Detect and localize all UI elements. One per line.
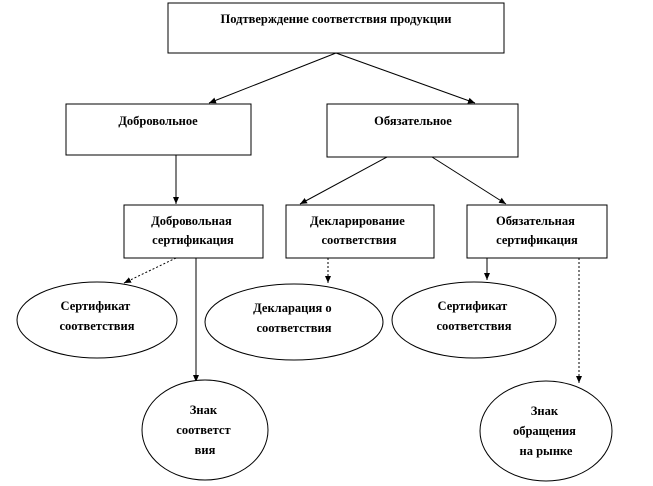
node-root: Подтверждение соответствия продукции	[167, 2, 505, 54]
node-declaration-box	[285, 204, 435, 259]
edges	[123, 52, 582, 383]
edge-mandatory-to-mandatory-certification	[431, 156, 507, 205]
node-mandatory-certification: Обязательная сертификация	[466, 204, 608, 259]
node-market-circulation-mark-line-2: обращения	[513, 424, 576, 438]
node-root-box	[167, 2, 505, 54]
node-certificate-voluntary-label: Сертификат соответствия	[59, 299, 134, 333]
node-mandatory-certification-line-2: сертификация	[496, 233, 578, 247]
node-market-circulation-mark-line-3: на рынке	[520, 444, 573, 458]
node-conformity-mark-line-1: Знак	[190, 403, 218, 417]
node-conformity-mark-circle	[141, 379, 269, 481]
node-declaration: Декларирование соответствия	[285, 204, 435, 259]
node-conformity-mark-line-2: соответст	[176, 423, 230, 437]
edge-root-to-voluntary	[208, 52, 337, 104]
node-conformity-mark-line-3: вия	[195, 443, 216, 457]
node-root-line: Подтверждение соответствия продукции	[221, 12, 452, 26]
node-declaration-document-label: Декларация о соответствия	[253, 301, 335, 335]
node-certificate-mandatory: Сертификат соответствия	[391, 281, 557, 359]
node-root-label: Подтверждение соответствия продукции	[221, 12, 452, 26]
node-declaration-document-line-2: соответствия	[256, 321, 331, 335]
node-voluntary-certification-line-1: Добровольная	[151, 214, 232, 228]
node-declaration-label: Декларирование соответствия	[310, 214, 408, 247]
node-mandatory-certification-box	[466, 204, 608, 259]
node-voluntary-box	[65, 103, 252, 156]
node-market-circulation-mark-line-1: Знак	[531, 404, 559, 418]
node-voluntary-certification-box	[123, 204, 264, 259]
node-certificate-voluntary-ellipse	[16, 281, 178, 359]
node-certificate-voluntary: Сертификат соответствия	[16, 281, 178, 359]
node-voluntary-label: Добровольное	[118, 114, 198, 128]
node-mandatory-certification-line-1: Обязательная	[496, 214, 575, 228]
node-mandatory-line: Обязательное	[374, 114, 452, 128]
node-voluntary-certification-label: Добровольная сертификация	[151, 214, 235, 247]
node-voluntary-certification: Добровольная сертификация	[123, 204, 264, 259]
node-declaration-document: Декларация о соответствия	[204, 283, 384, 361]
edge-voluntary-certification-to-certificate	[123, 257, 177, 284]
node-declaration-line-2: соответствия	[321, 233, 396, 247]
node-mandatory-certification-label: Обязательная сертификация	[496, 214, 578, 247]
node-certificate-mandatory-line-1: Сертификат	[438, 299, 508, 313]
node-conformity-mark: Знак соответст вия	[141, 379, 269, 481]
node-conformity-mark-label: Знак соответст вия	[176, 403, 233, 457]
node-certificate-voluntary-line-2: соответствия	[59, 319, 134, 333]
node-certificate-mandatory-ellipse	[391, 281, 557, 359]
node-certificate-mandatory-line-2: соответствия	[436, 319, 511, 333]
node-market-circulation-mark-label: Знак обращения на рынке	[513, 404, 579, 458]
node-mandatory: Обязательное	[326, 103, 519, 158]
node-market-circulation-mark-circle	[479, 380, 613, 482]
node-mandatory-box	[326, 103, 519, 158]
node-voluntary-certification-line-2: сертификация	[152, 233, 234, 247]
node-declaration-document-line-1: Декларация о	[253, 301, 332, 315]
node-voluntary: Добровольное	[65, 103, 252, 156]
edge-root-to-mandatory	[335, 52, 476, 104]
node-certificate-mandatory-label: Сертификат соответствия	[436, 299, 511, 333]
node-mandatory-label: Обязательное	[374, 114, 452, 128]
node-certificate-voluntary-line-1: Сертификат	[61, 299, 131, 313]
node-declaration-document-ellipse	[204, 283, 384, 361]
edge-mandatory-to-declaration	[299, 156, 388, 205]
node-market-circulation-mark: Знак обращения на рынке	[479, 380, 613, 482]
node-voluntary-line: Добровольное	[118, 114, 198, 128]
node-declaration-line-1: Декларирование	[310, 214, 405, 228]
